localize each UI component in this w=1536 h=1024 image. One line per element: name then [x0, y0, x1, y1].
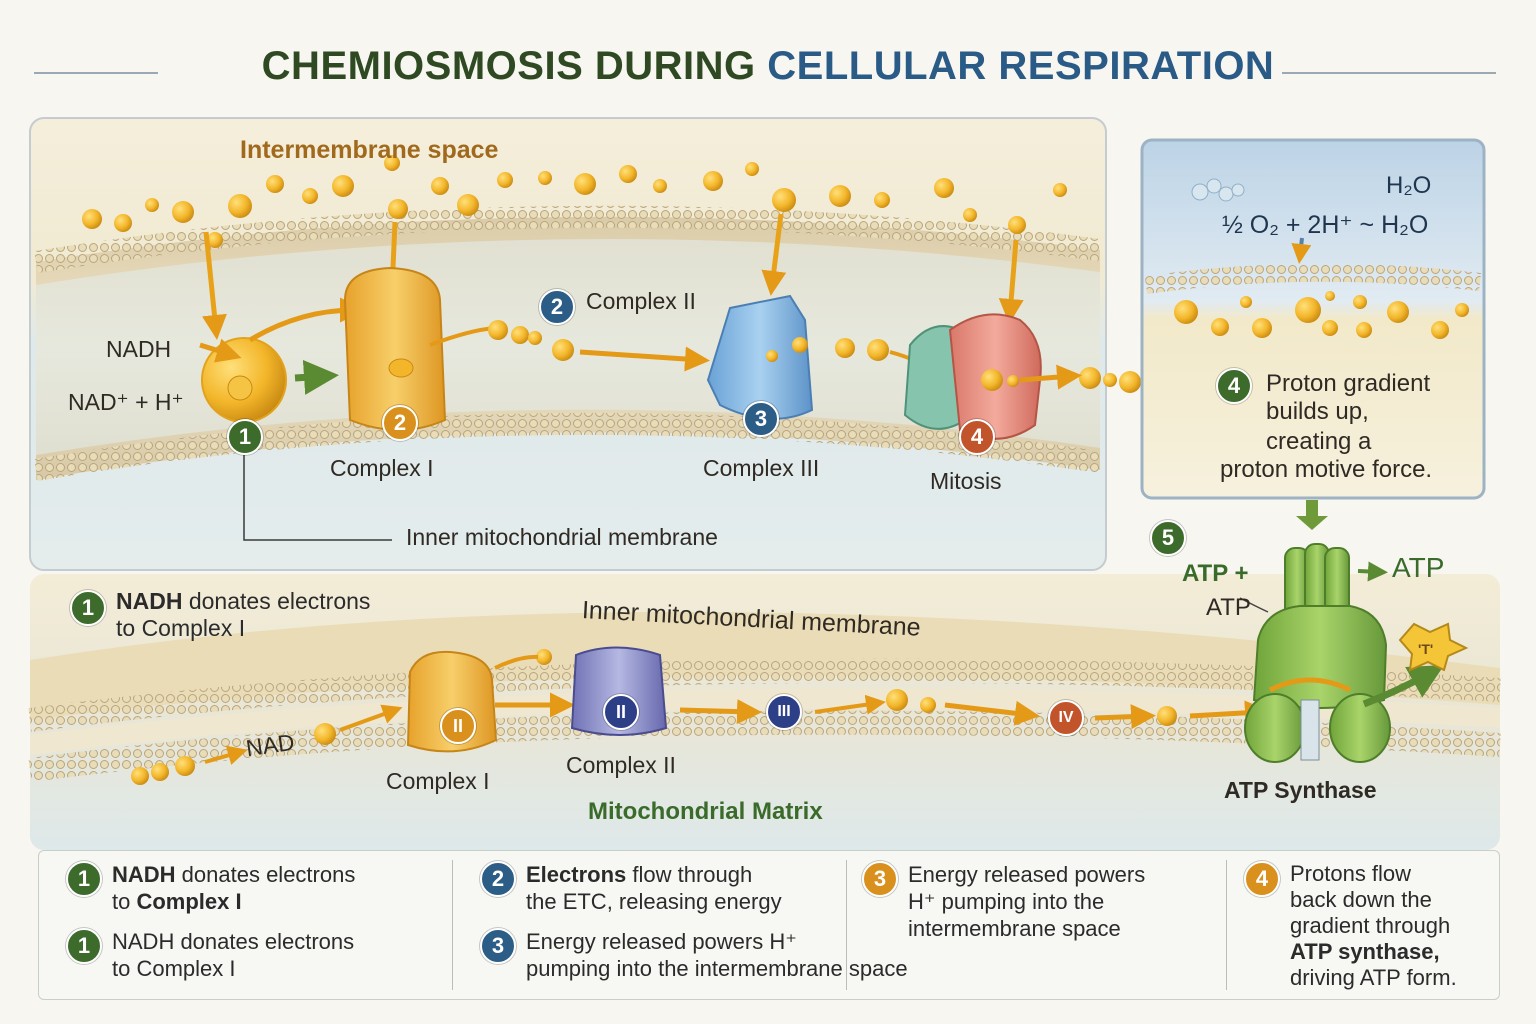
- label-atp-synthase: ATP Synthase: [1224, 777, 1377, 803]
- inset-equation: ½ O₂ + 2H⁺ ~ H₂O: [1222, 211, 1429, 239]
- summary-s3b-line2: H⁺ pumping into the: [908, 889, 1105, 914]
- summary-step-1a: 1 NADH donates electrons to Complex I: [66, 861, 355, 915]
- badge-upper-3: 3: [743, 401, 779, 437]
- lower-step1-line2: to Complex I: [116, 615, 246, 641]
- title-part1: CHEMIOSMOSIS DURING: [261, 44, 756, 88]
- label-complex-i-upper: Complex I: [330, 455, 434, 481]
- summary-s2-rest: flow through: [626, 862, 753, 887]
- summary-s3b-line3: intermembrane space: [908, 916, 1121, 941]
- summary-s4-line2: back down the: [1290, 887, 1432, 912]
- label-complex-ii-upper: Complex II: [586, 288, 696, 314]
- lower-step1-bold: NADH: [116, 588, 183, 614]
- inset-text-line2: builds up,: [1266, 398, 1369, 425]
- label-atp-plus: ATP +: [1182, 560, 1249, 587]
- summary-s2-bold: Electrons: [526, 862, 627, 887]
- summary-s3a-line2: pumping into the intermembrane space: [526, 956, 908, 981]
- summary-s1b-line1: NADH donates electrons: [112, 929, 355, 954]
- label-complex-iii-upper: Complex III: [703, 455, 820, 481]
- inset-text-line3: creating a: [1266, 428, 1372, 455]
- summary-s1a-line2-bold: Complex I: [136, 889, 242, 914]
- label-mitochondrial-matrix: Mitochondrial Matrix: [588, 798, 823, 825]
- badge-upper-1: 1: [227, 419, 263, 455]
- title-rule-left: [34, 72, 158, 74]
- badge-summary-1a: 1: [66, 861, 102, 897]
- summary-s3b-line1: Energy released powers: [908, 862, 1146, 887]
- badge-upper-2-complex-ii: 2: [539, 289, 575, 325]
- label-inner-membrane-upper: Inner mitochondrial membrane: [406, 524, 718, 550]
- label-intermembrane-space: Intermembrane space: [240, 136, 499, 164]
- summary-s4-bold: ATP synthase,: [1290, 939, 1440, 964]
- summary-divider-3: [1226, 860, 1227, 990]
- lower-step1-rest: donates electrons: [182, 588, 371, 614]
- summary-step-4: 4 Protons flow back down the gradient th…: [1244, 861, 1457, 991]
- summary-s4-line3: gradient through: [1290, 913, 1451, 938]
- summary-divider-1: [452, 860, 453, 990]
- inset-h2o: H₂O: [1386, 172, 1432, 199]
- title-rule-right: [1282, 72, 1496, 74]
- label-mitosis: Mitosis: [930, 468, 1002, 494]
- summary-s4-line5: driving ATP form.: [1290, 965, 1457, 990]
- label-complex-ii-lower: Complex II: [566, 752, 676, 778]
- badge-roman-iii: III: [766, 694, 802, 730]
- badge-atp-5: 5: [1150, 520, 1186, 556]
- badge-inset-4: 4: [1216, 368, 1252, 404]
- label-atp-right: ATP: [1392, 552, 1445, 583]
- label-atp-left: ATP: [1206, 594, 1251, 621]
- inset-text-line1: Proton gradient: [1266, 370, 1431, 397]
- label-nad-h: NAD⁺ + H⁺: [68, 389, 184, 415]
- badge-roman-ii-complex-i: II: [440, 708, 476, 744]
- summary-s1a-line2-pre: to: [112, 889, 137, 914]
- summary-step-3b: 3 Energy released powers H⁺ pumping into…: [862, 861, 1145, 942]
- page-title: CHEMIOSMOSIS DURING CELLULAR RESPIRATION: [0, 44, 1536, 89]
- inset-text-line4: proton motive force.: [1220, 456, 1433, 483]
- summary-step-3a: 3 Energy released powers H⁺ pumping into…: [480, 928, 908, 982]
- badge-upper-2-complex-i: 2: [382, 405, 418, 441]
- badge-summary-2: 2: [480, 861, 516, 897]
- summary-divider-2: [846, 860, 847, 990]
- badge-lower-1: 1: [70, 590, 106, 626]
- badge-roman-iv: IV: [1048, 700, 1084, 736]
- label-complex-i-lower: Complex I: [386, 768, 490, 794]
- badge-summary-3b: 3: [862, 861, 898, 897]
- lower-step-1: 1 NADH donates electrons to Complex I: [70, 588, 370, 642]
- summary-s3a-line1: Energy released powers H⁺: [526, 929, 797, 954]
- badge-summary-1b: 1: [66, 928, 102, 964]
- badge-upper-4: 4: [959, 419, 995, 455]
- summary-s1a-bold: NADH: [112, 862, 176, 887]
- summary-step-1b: 1 NADH donates electrons to Complex I: [66, 928, 354, 982]
- badge-summary-3a: 3: [480, 928, 516, 964]
- badge-roman-ii-complex-ii: II: [603, 694, 639, 730]
- summary-s1a-rest: donates electrons: [175, 862, 356, 887]
- label-nadh: NADH: [106, 336, 172, 362]
- svg-text:'T': 'T': [1418, 641, 1433, 657]
- summary-s4-line1: Protons flow: [1290, 861, 1412, 886]
- summary-step-2: 2 Electrons flow through the ETC, releas…: [480, 861, 782, 915]
- title-part2: CELLULAR RESPIRATION: [767, 44, 1275, 88]
- summary-s1b-line2: to Complex I: [112, 956, 236, 981]
- badge-summary-4: 4: [1244, 861, 1280, 897]
- summary-s2-line2: the ETC, releasing energy: [526, 889, 782, 914]
